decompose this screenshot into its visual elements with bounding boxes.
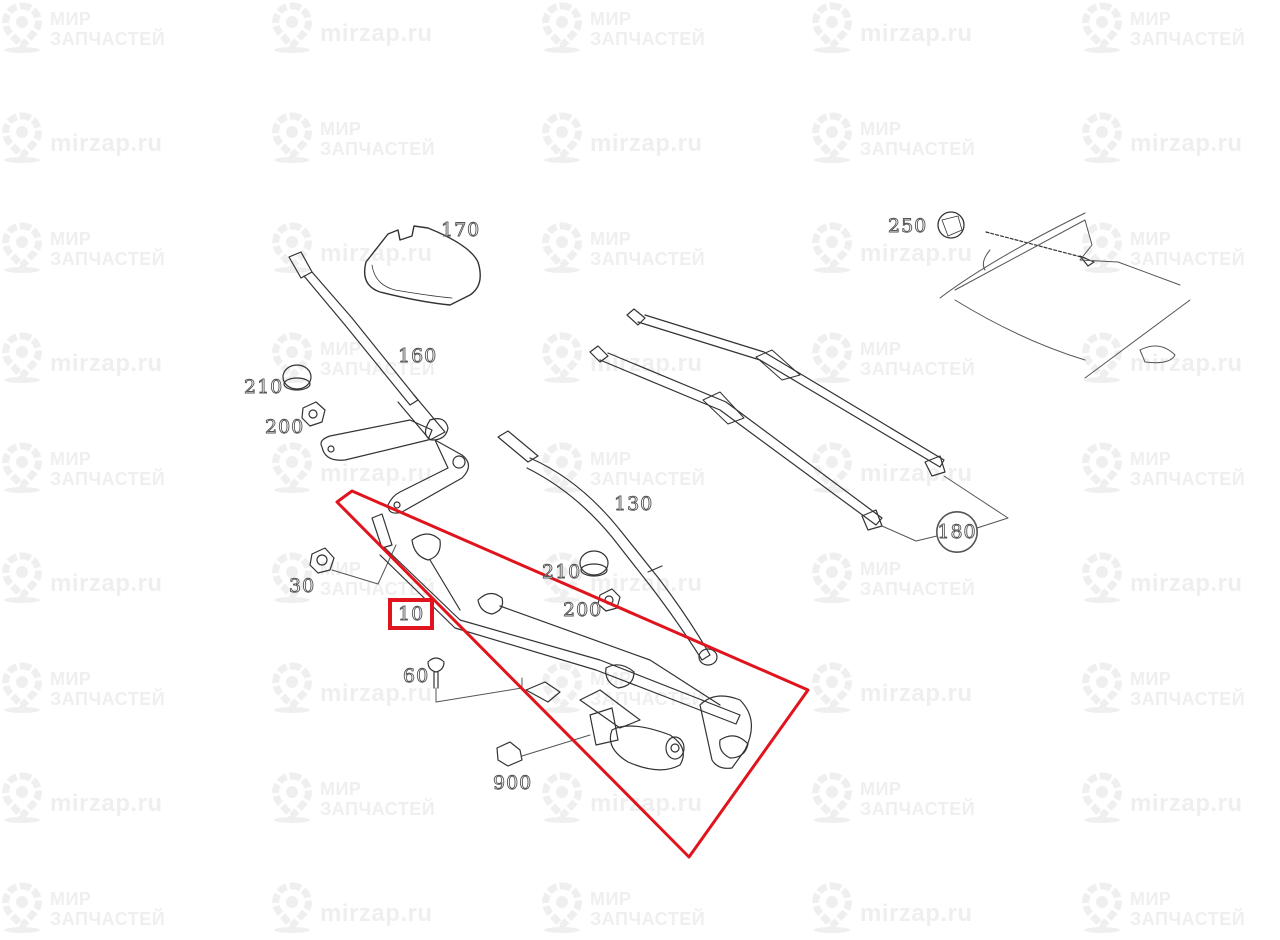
part-900-wiper-motor[interactable] (589, 707, 685, 771)
part-160-wiper-arm-left[interactable] (288, 251, 470, 514)
callout-200-right[interactable]: 200 (563, 599, 603, 621)
watermark-brand-line2: ЗАПЧАСТЕЙ (50, 909, 166, 929)
part-60-bolt[interactable] (427, 657, 523, 703)
callout-250[interactable]: 250 (888, 215, 928, 237)
watermark-brand-line2: ЗАПЧАСТЕЙ (590, 909, 706, 929)
selected-part-highlight (335, 489, 810, 859)
part-900-connector[interactable] (496, 734, 591, 767)
wiper-system-diagram (282, 211, 1191, 859)
callout-170[interactable]: 170 (441, 219, 481, 241)
callout-210-right[interactable]: 210 (542, 561, 582, 583)
callout-180[interactable]: 180 (936, 511, 978, 553)
callout-160[interactable]: 160 (398, 345, 438, 367)
part-10-wiper-linkage[interactable] (371, 513, 752, 769)
callout-200-left[interactable]: 200 (265, 416, 305, 438)
part-210-cap-left[interactable] (282, 364, 312, 391)
windscreen-illustration (939, 212, 1191, 379)
part-170-cover[interactable] (363, 225, 481, 306)
callout-30[interactable]: 30 (289, 575, 316, 597)
part-130-wiper-arm-right[interactable] (497, 430, 718, 666)
part-200-nut-left[interactable] (301, 401, 326, 427)
part-250-rain-sensor[interactable] (937, 211, 1095, 267)
callout-900[interactable]: 900 (493, 772, 533, 794)
watermark-brand-line2: ЗАПЧАСТЕЙ (1130, 909, 1246, 929)
part-30-nut[interactable] (309, 544, 397, 585)
part-210-cap-right[interactable] (579, 550, 609, 577)
callout-210-left[interactable]: 210 (244, 376, 284, 398)
callout-130[interactable]: 130 (614, 493, 654, 515)
callout-60[interactable]: 60 (403, 665, 430, 687)
callout-10-selected[interactable]: 10 (388, 598, 435, 630)
